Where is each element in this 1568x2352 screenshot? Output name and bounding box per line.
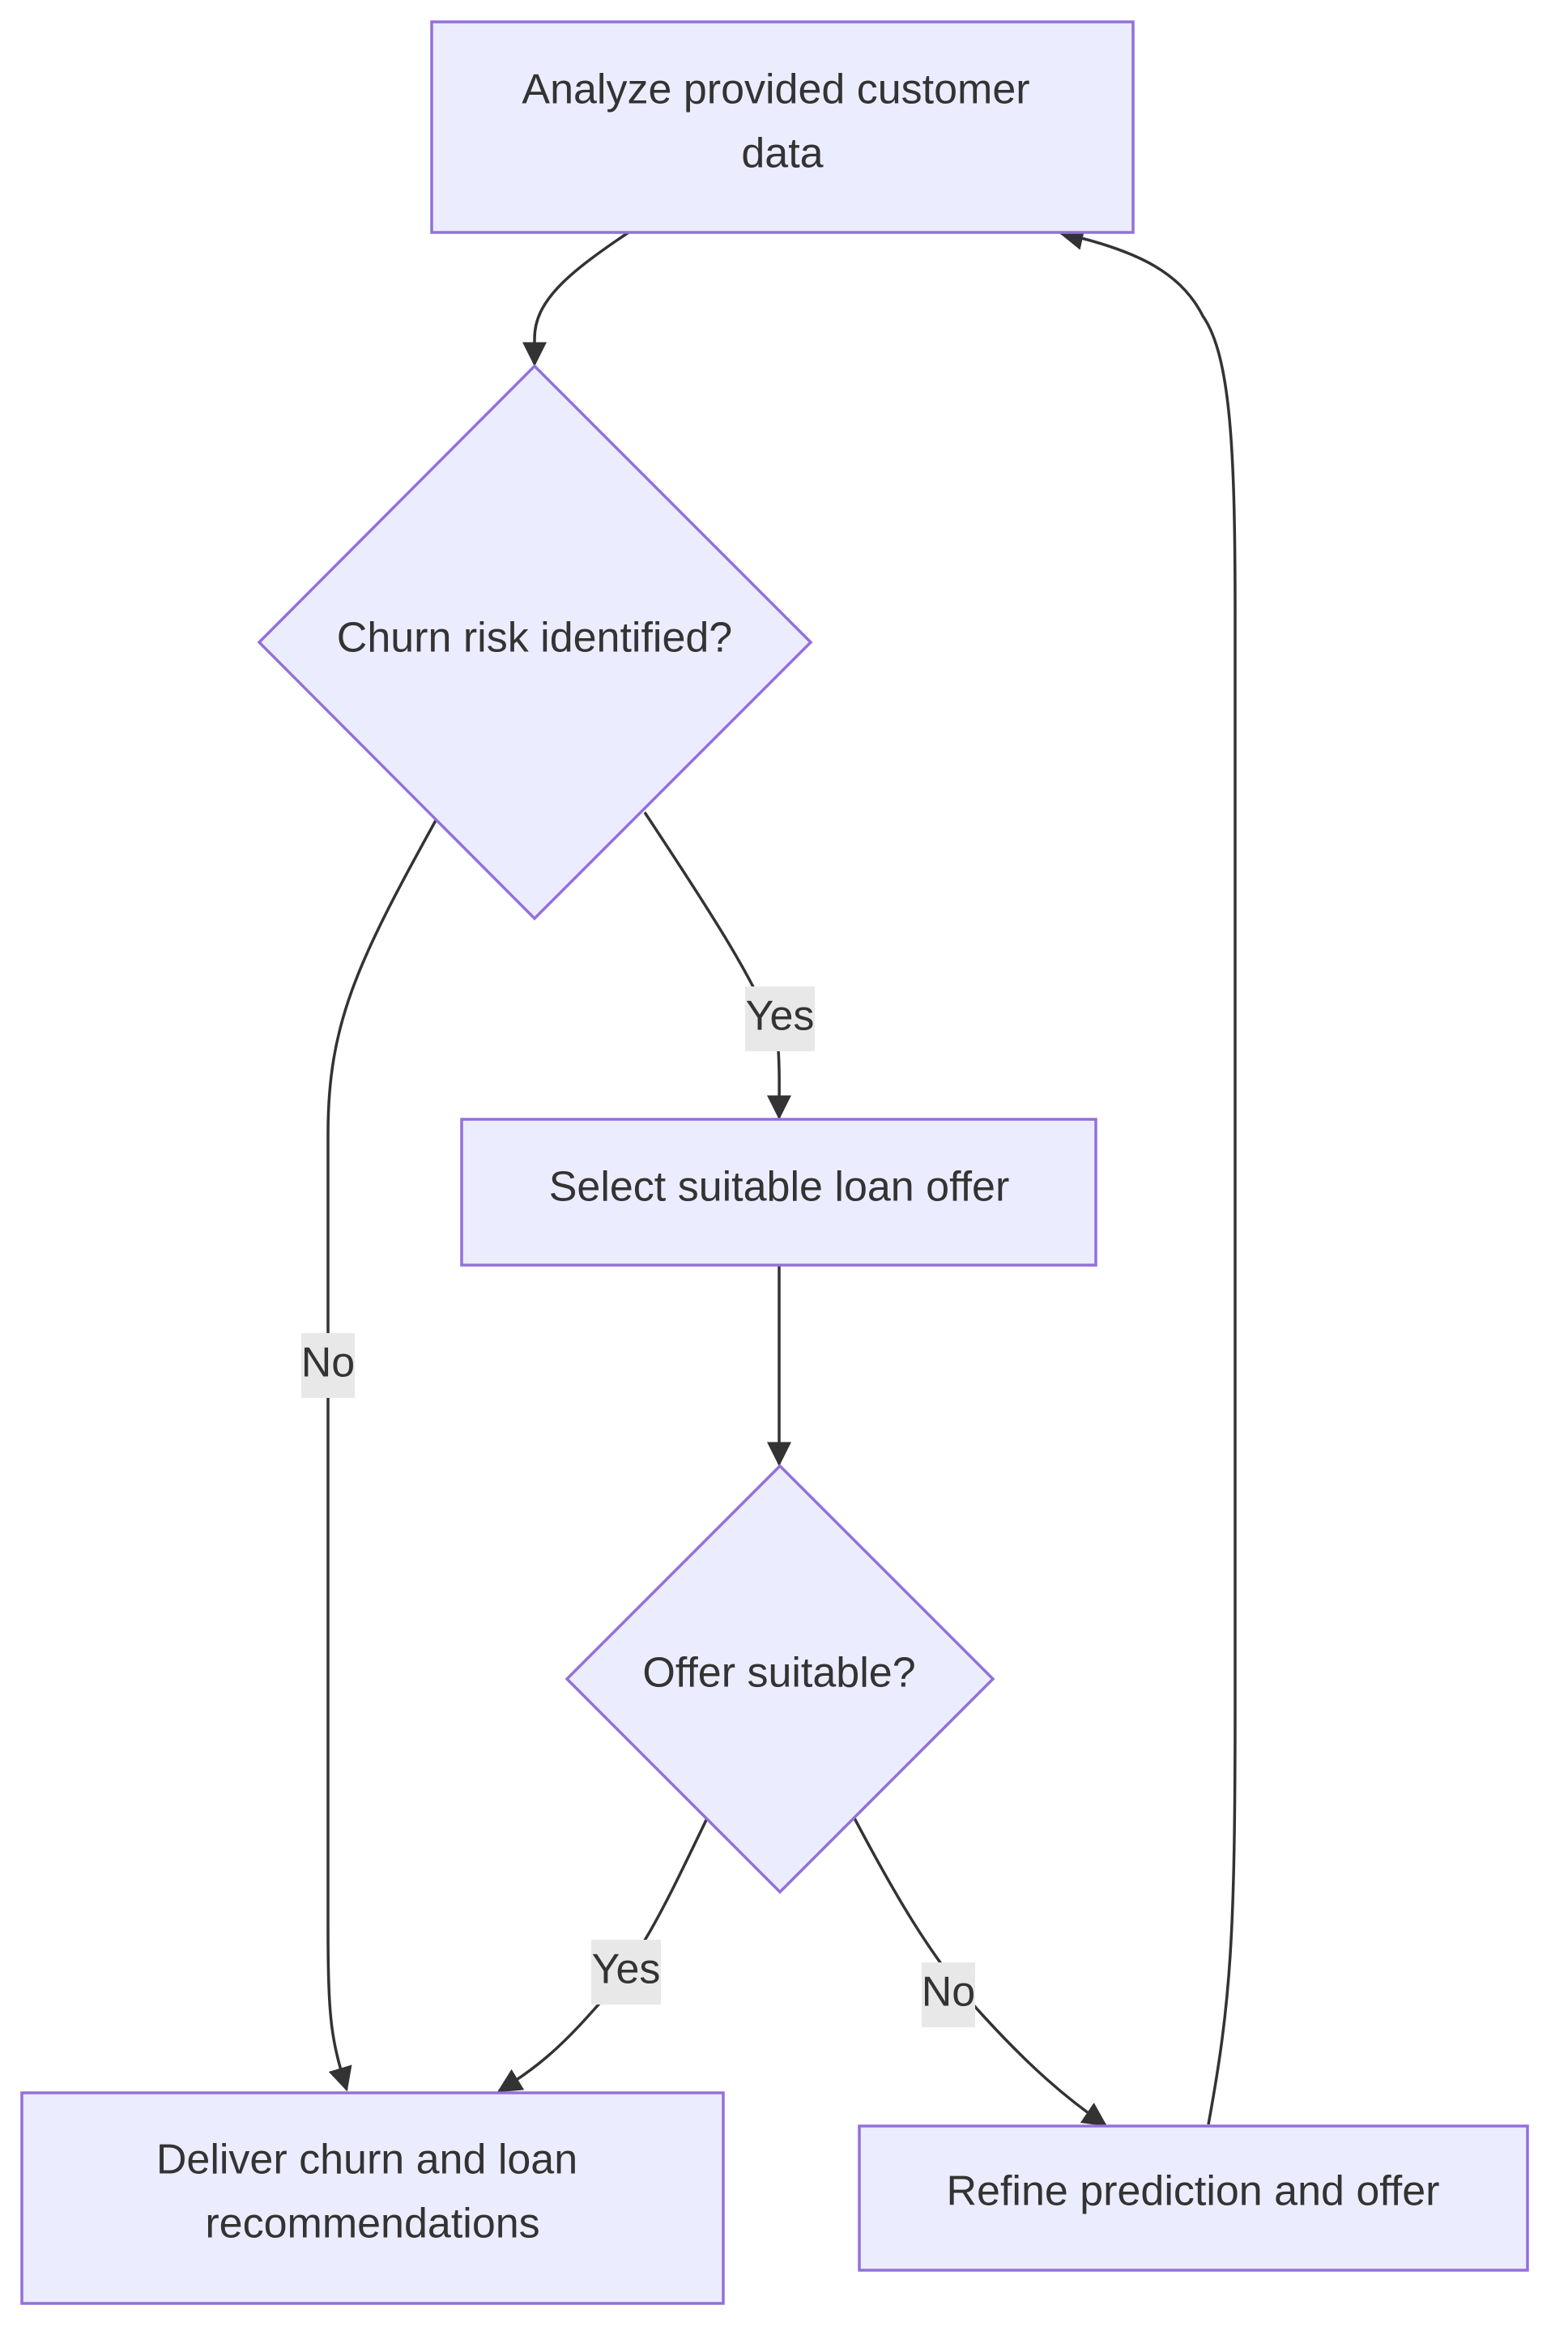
edge-label-background xyxy=(301,1333,355,1398)
node-label-line-1: Analyze provided customer xyxy=(522,66,1029,113)
node-analyze-customer-data[interactable]: Analyze provided customer data xyxy=(430,20,1135,234)
node-refine-prediction[interactable]: Refine prediction and offer xyxy=(858,2124,1529,2272)
node-box xyxy=(858,2124,1529,2272)
edge-label-background xyxy=(591,1940,661,2005)
edge-churn-to-select xyxy=(643,812,792,1120)
edge-offer-to-refine xyxy=(853,1817,1108,2127)
nodes: Analyze provided customer data Churn ris… xyxy=(20,20,1529,2305)
node-label: Select suitable loan offer xyxy=(549,1164,1010,1211)
edge-label-offer-no: No xyxy=(922,1962,975,2027)
decision-diamond xyxy=(565,1464,995,1894)
node-offer-suitable-decision[interactable]: Offer suitable? xyxy=(565,1464,995,1894)
decision-diamond xyxy=(257,364,813,921)
node-box xyxy=(430,20,1135,234)
node-deliver-recommendations[interactable]: Deliver churn and loan recommendations xyxy=(20,2091,725,2305)
node-label-line-2: recommendations xyxy=(205,2201,539,2248)
edge-label-churn-yes: Yes xyxy=(745,986,815,1051)
node-label-line-2: data xyxy=(741,130,823,177)
node-churn-risk-decision[interactable]: Churn risk identified? xyxy=(257,364,813,921)
node-label: Offer suitable? xyxy=(642,1650,915,1697)
edge-label-offer-yes: Yes xyxy=(591,1940,661,2005)
edge-label-background xyxy=(922,1962,975,2027)
node-box xyxy=(460,1118,1097,1267)
edge-analyze-to-churn xyxy=(522,231,629,367)
edge-label-text: Yes xyxy=(592,1946,661,1993)
edge-label-churn-no: No xyxy=(301,1333,355,1398)
node-label: Refine prediction and offer xyxy=(947,2168,1440,2215)
edge-labels: Yes No Yes No xyxy=(301,986,975,2027)
node-label: Churn risk identified? xyxy=(337,615,732,662)
edge-label-text: Yes xyxy=(746,993,815,1040)
edge-churn-to-deliver xyxy=(326,820,437,2092)
node-box xyxy=(20,2091,725,2305)
node-select-loan-offer[interactable]: Select suitable loan offer xyxy=(460,1118,1097,1267)
edge-label-text: No xyxy=(922,1969,975,2016)
node-label-line-1: Deliver churn and loan xyxy=(156,2137,577,2184)
edge-refine-to-analyze xyxy=(1059,226,1237,2125)
edge-label-text: No xyxy=(301,1340,355,1387)
edge-label-background xyxy=(745,986,815,1051)
